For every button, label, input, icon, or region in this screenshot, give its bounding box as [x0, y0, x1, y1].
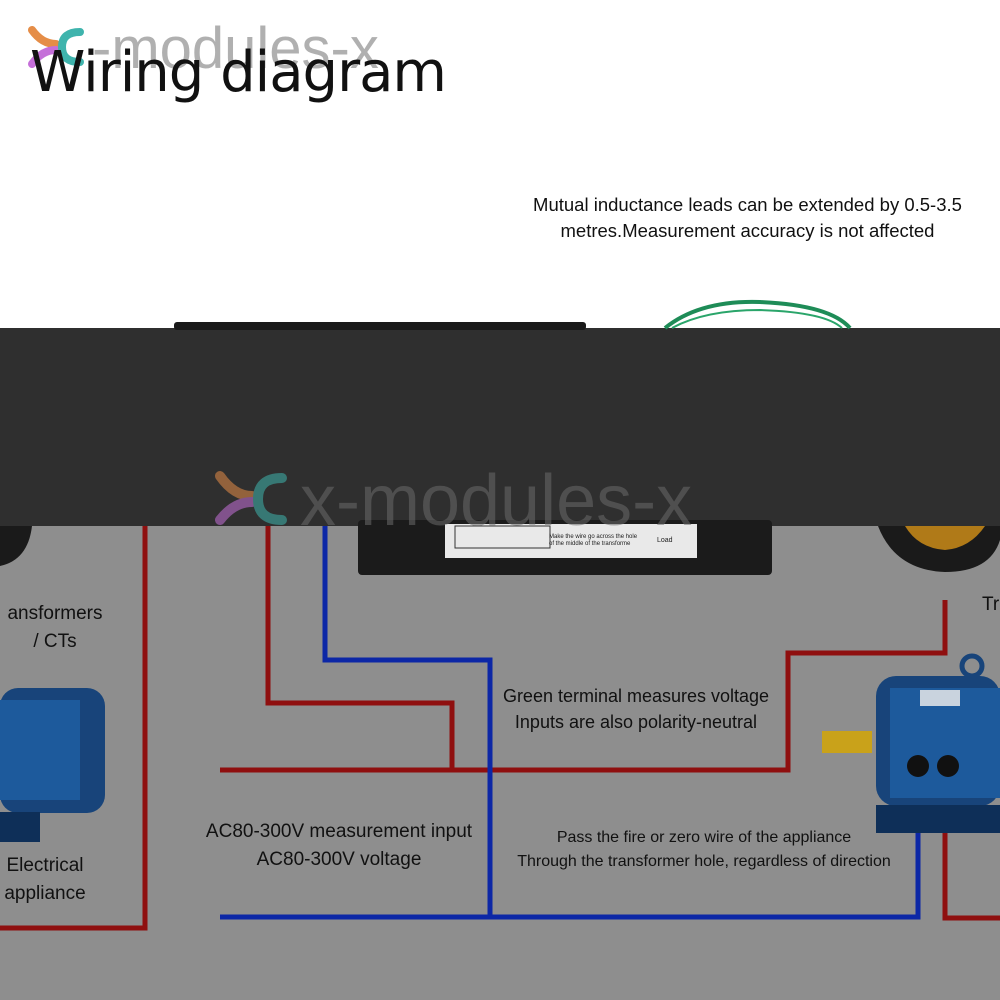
green-terminal-note: Green terminal measures voltage Inputs a…: [502, 686, 770, 732]
lead-extension-note: Mutual inductance leads can be extended …: [533, 194, 962, 241]
meter-top-edge: [174, 322, 586, 330]
ct-ring-left: [0, 526, 32, 566]
load-label: Load: [657, 537, 673, 544]
page-title: Wiring diagram: [30, 40, 447, 105]
logo-mark-mid: [215, 471, 287, 525]
ct-note-line2: of the middle of the transforme: [549, 541, 631, 547]
diagram-background: [0, 526, 1000, 1000]
dark-overlay-band: [0, 328, 1000, 526]
appliance-label: Electrical appliance: [4, 855, 86, 904]
logo-mark-top: [28, 26, 84, 68]
watermark-middle: x-modules-x: [300, 461, 693, 541]
ct-label: ansformers / CTs: [7, 603, 103, 652]
green-lead: [663, 299, 852, 330]
motor-right: [822, 653, 1000, 833]
ct-label-right: Tr: [982, 594, 1000, 615]
pass-wire-note: Pass the fire or zero wire of the applia…: [517, 829, 891, 870]
ct-note-line1: Make the wire go across the hole: [549, 534, 638, 540]
watermark-top: -modules-x: [92, 16, 379, 81]
meter-label-plate: [445, 524, 697, 558]
motor-left: [0, 688, 105, 842]
measurement-input-note: AC80-300V measurement input AC80-300V vo…: [205, 821, 473, 870]
